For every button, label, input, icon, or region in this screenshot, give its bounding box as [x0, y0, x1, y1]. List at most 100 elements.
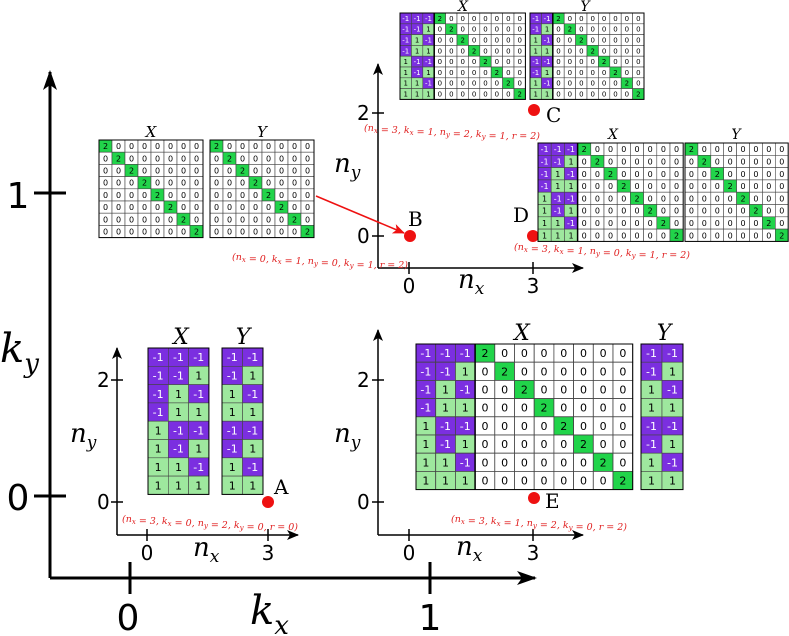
matrix-cell-value: 2: [541, 402, 548, 415]
c-y-title: Y: [580, 0, 591, 15]
point-e-caption: (nx = 3, kx = 1, ny = 2, ky = 0, r = 2): [451, 514, 627, 533]
matrix-cell-value: 0: [619, 347, 626, 360]
matrix-cell-value: 0: [619, 402, 626, 415]
matrix-cell-value: 0: [194, 167, 199, 176]
matrix-cell-value: 0: [240, 228, 245, 237]
a-x-axis-label: nx: [193, 533, 220, 567]
matrix-cell-value: 0: [460, 58, 464, 66]
matrix-cell-value: 0: [621, 207, 626, 216]
matrix-cell-value: 0: [582, 194, 587, 203]
matrix-cell-value: 1: [545, 26, 549, 34]
matrix-border: [640, 343, 684, 491]
matrix-cell-value: 0: [674, 219, 679, 228]
matrix-cell-value: 0: [636, 69, 640, 77]
outer-x-axis-label: kx: [250, 588, 289, 636]
matrix-cell-value: 0: [580, 420, 587, 433]
matrix-cell-value: 0: [240, 215, 245, 224]
outer-y-tick-label-1: 1: [7, 176, 30, 217]
matrix-cell-value: 2: [472, 47, 476, 55]
b-y-tick-label-2: 2: [357, 101, 370, 125]
matrix-cell-value: 0: [449, 58, 453, 66]
matrix-cell-value: 0: [240, 203, 245, 212]
matrix-cell-value: 0: [116, 142, 121, 151]
matrix-cell-value: 0: [766, 145, 771, 154]
matrix-cell-value: 0: [595, 170, 600, 179]
matrix-cell-value: -1: [227, 424, 238, 437]
matrix-cell-value: 2: [600, 456, 607, 469]
b-y-tick-label-0: 0: [357, 224, 370, 248]
matrix-cell-value: 0: [449, 80, 453, 88]
matrix-cell-value: 0: [142, 215, 147, 224]
matrix-cell-value: 0: [608, 231, 613, 240]
matrix-cell-value: 0: [214, 167, 219, 176]
matrix-border: [209, 139, 315, 239]
matrix-cell-value: -1: [567, 194, 575, 203]
matrix-cell-value: 0: [438, 69, 442, 77]
matrix-cell-value: 0: [613, 58, 617, 66]
matrix-cell-value: 0: [129, 191, 134, 200]
matrix-cell-value: 0: [613, 26, 617, 34]
matrix-cell-value: 0: [483, 80, 487, 88]
matrix-cell-value: 2: [253, 179, 258, 188]
matrix-cell-value: 1: [462, 475, 469, 488]
matrix-cell-value: -1: [193, 351, 204, 364]
matrix-cell-value: 1: [669, 402, 676, 415]
matrix-cell-value: 2: [483, 58, 487, 66]
matrix-border: [221, 347, 264, 495]
matrix-cell-value: 0: [541, 347, 548, 360]
matrix-cell-value: 2: [661, 219, 666, 228]
matrix-cell-value: 1: [175, 388, 182, 401]
matrix-cell-value: 0: [449, 69, 453, 77]
matrix-cell-value: 0: [560, 402, 567, 415]
matrix-cell-value: 0: [580, 347, 587, 360]
matrix-cell-value: 0: [613, 91, 617, 99]
matrix-cell-value: 1: [462, 402, 469, 415]
matrix-cell-value: 0: [506, 69, 510, 77]
matrix-cell-value: 0: [779, 170, 784, 179]
e-x-tick-label-3: 3: [527, 541, 540, 565]
matrix-cell-value: 0: [619, 420, 626, 433]
a-y-tick-label-2: 2: [97, 368, 110, 392]
matrix-cell-value: -1: [544, 37, 551, 45]
matrix-cell-value: 0: [648, 182, 653, 191]
matrix-cell-value: 0: [266, 228, 271, 237]
matrix-cell-value: 0: [495, 37, 499, 45]
matrix-cell-value: 1: [175, 406, 182, 419]
matrix-cell-value: 0: [600, 420, 607, 433]
matrix-cell-value: 0: [103, 215, 108, 224]
matrix-cell-value: 0: [481, 438, 488, 451]
matrix-cell-value: 0: [305, 191, 310, 200]
matrix-cell-value: 0: [619, 438, 626, 451]
matrix-cell-value: 0: [590, 69, 594, 77]
matrix-cell-value: 1: [426, 69, 430, 77]
outer-y-tick-label-0: 0: [7, 478, 30, 519]
matrix-cell-value: 1: [442, 384, 449, 397]
matrix-cell-value: 1: [533, 91, 537, 99]
point-d-label: D: [513, 203, 529, 227]
point-c-label: C: [546, 103, 561, 127]
a-y-tick-label-0: 0: [97, 490, 110, 514]
matrix-cell-value: 1: [249, 479, 256, 492]
d-x-title: X: [607, 127, 619, 143]
matrix-cell-value: 1: [195, 369, 202, 382]
matrix-cell-value: -1: [193, 388, 204, 401]
matrix-cell-value: 0: [103, 228, 108, 237]
matrix-cell-value: 0: [613, 80, 617, 88]
matrix-cell-value: 2: [194, 228, 199, 237]
b-x-tick-label-0: 0: [403, 274, 416, 298]
matrix-cell-value: 0: [602, 26, 606, 34]
matrix-cell-value: 0: [590, 80, 594, 88]
matrix-cell-value: 0: [501, 384, 508, 397]
matrix-cell-value: 0: [779, 207, 784, 216]
matrix-cell-value: 0: [305, 154, 310, 163]
e-x-tick-label-0: 0: [403, 541, 416, 565]
matrix-cell-value: 0: [227, 203, 232, 212]
matrix-cell-value: 0: [621, 194, 626, 203]
matrix-cell-value: 0: [541, 475, 548, 488]
matrix-cell-value: 0: [103, 154, 108, 163]
matrix-cell-value: 0: [541, 456, 548, 469]
matrix-cell-value: 0: [608, 194, 613, 203]
matrix-cell-value: 0: [595, 207, 600, 216]
